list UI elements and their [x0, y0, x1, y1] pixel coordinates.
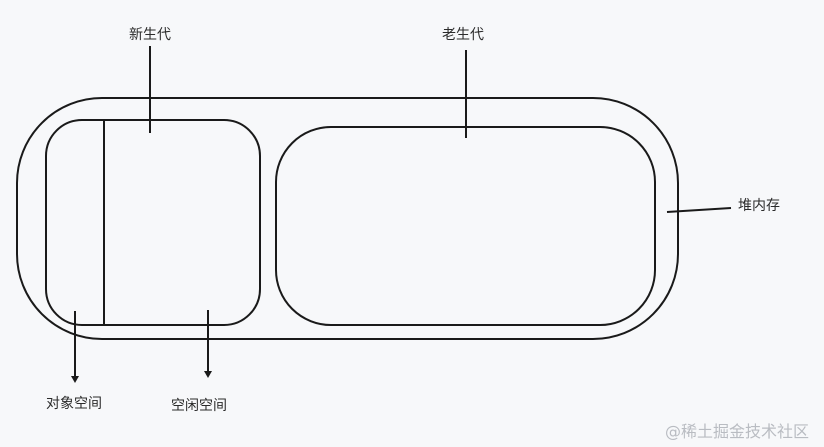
free-space-label: 空闲空间: [171, 398, 227, 414]
heap-memory-box: [16, 97, 679, 340]
heap-memory-pointer: [666, 207, 732, 213]
watermark: @稀土掘金技术社区: [665, 422, 810, 441]
old-generation-box: [275, 126, 656, 326]
young-generation-label: 新生代: [129, 27, 171, 43]
old-generation-label: 老生代: [442, 27, 484, 43]
heap-memory-label: 堆内存: [738, 198, 780, 214]
object-space-arrowhead-icon: [71, 376, 79, 383]
young-generation-box: [45, 119, 261, 326]
free-space-arrowhead-icon: [204, 371, 212, 378]
object-space-label: 对象空间: [46, 396, 102, 412]
